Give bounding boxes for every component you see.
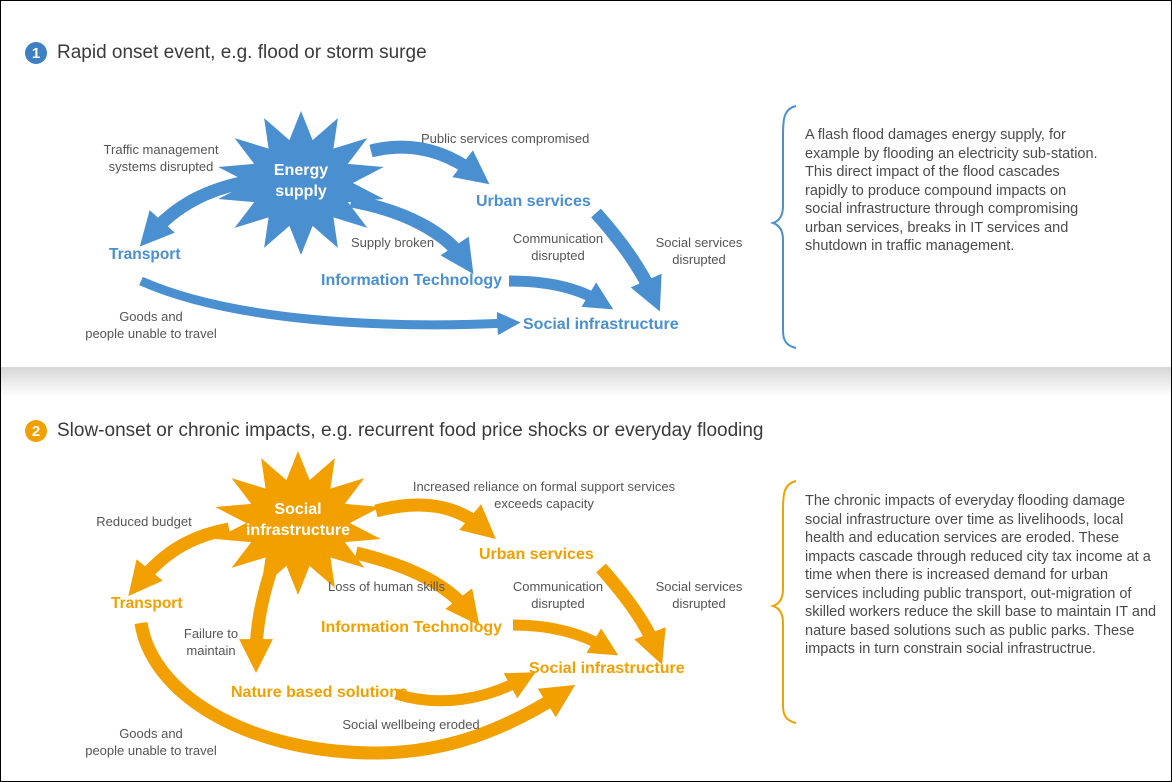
- arrow-energy-to-transport: [139, 174, 253, 247]
- label-goods-line-2: people unable to travel: [85, 326, 217, 341]
- label-communication-line-1: Communication: [513, 579, 603, 594]
- section-1-diagram: Energy supply Urban services Transport I…: [85, 105, 797, 349]
- node-urban-services: Urban services: [476, 193, 591, 210]
- label-goods-line-1: Goods and: [119, 726, 183, 741]
- arrow-it-to-social: [508, 275, 614, 310]
- label-social-services-line-1: Social services: [656, 579, 743, 594]
- label-social-wellbeing: Social wellbeing eroded: [342, 717, 479, 732]
- section-2-brace: [769, 480, 797, 724]
- arrow-transport-to-social: [139, 276, 521, 336]
- node-transport: Transport: [109, 246, 180, 263]
- label-social-services-line-1: Social services: [656, 235, 743, 250]
- section-2-diagram: Social infrastructure Urban services Tra…: [85, 451, 797, 760]
- energy-supply-label-line-2: supply: [275, 183, 327, 200]
- label-communication-line-2: disrupted: [531, 596, 584, 611]
- section-1-title: Rapid onset event, e.g. flood or storm s…: [57, 42, 427, 63]
- node-information-technology: Information Technology: [321, 619, 502, 636]
- arrow-energy-to-it: [349, 194, 474, 275]
- section-1-title-row: 1 Rapid onset event, e.g. flood or storm…: [25, 42, 427, 64]
- label-communication-line-2: disrupted: [531, 248, 584, 263]
- label-loss-of-skills: Loss of human skills: [328, 579, 446, 594]
- label-public-services: Public services compromised: [421, 131, 589, 146]
- label-reduced-budget: Reduced budget: [96, 514, 192, 529]
- label-communication-line-1: Communication: [513, 231, 603, 246]
- label-failure-line-1: Failure to: [184, 626, 238, 641]
- arrow-transport-to-social: [134, 621, 576, 760]
- section-2-title-row: 2 Slow-onset or chronic impacts, e.g. re…: [25, 420, 764, 442]
- label-failure-line-2: maintain: [186, 643, 235, 658]
- node-social-infrastructure: Social infrastructure: [523, 316, 679, 333]
- arrow-urban-to-social: [596, 563, 666, 665]
- node-transport: Transport: [111, 595, 182, 612]
- label-goods-line-2: people unable to travel: [85, 743, 217, 758]
- arrow-urban-to-social: [591, 208, 662, 312]
- section-2-number-badge: 2: [25, 420, 47, 442]
- social-infrastructure-burst: [215, 451, 381, 595]
- section-1-number-badge: 1: [25, 42, 47, 64]
- node-urban-services: Urban services: [479, 546, 594, 563]
- section-2-title: Slow-onset or chronic impacts, e.g. recu…: [57, 420, 764, 441]
- arrow-social-to-it: [354, 546, 480, 626]
- label-traffic-line-2: systems disrupted: [109, 159, 214, 174]
- arrow-social-to-transport: [128, 522, 231, 597]
- label-social-services-line-2: disrupted: [672, 252, 725, 267]
- energy-supply-label-line-1: Energy: [274, 162, 328, 179]
- label-social-services-line-2: disrupted: [672, 596, 725, 611]
- section-1-brace: [769, 105, 797, 349]
- arrow-social-to-urban: [374, 498, 496, 539]
- social-infrastructure-label-line-2: infrastructure: [246, 522, 350, 539]
- label-supply-broken: Supply broken: [351, 235, 434, 250]
- arrow-it-to-social: [512, 619, 619, 656]
- node-social-infrastructure: Social infrastructure: [529, 660, 685, 677]
- section-divider: [1, 367, 1171, 397]
- label-reliance-line-1: Increased reliance on formal support ser…: [413, 479, 676, 494]
- node-information-technology: Information Technology: [321, 272, 502, 289]
- social-infrastructure-label-line-1: Social: [274, 501, 321, 518]
- arrow-nature-to-social: [394, 672, 536, 707]
- energy-supply-burst: [218, 111, 384, 255]
- arrow-energy-to-urban: [369, 140, 490, 185]
- label-traffic-line-1: Traffic management: [104, 142, 219, 157]
- node-nature-based-solutions: Nature based solutions: [231, 684, 408, 701]
- section-2-description: The chronic impacts of everyday flooding…: [805, 493, 1157, 657]
- label-goods-line-1: Goods and: [119, 309, 183, 324]
- section-1-description: A flash flood damages energy supply, for…: [805, 127, 1098, 254]
- label-reliance-line-2: exceeds capacity: [494, 496, 594, 511]
